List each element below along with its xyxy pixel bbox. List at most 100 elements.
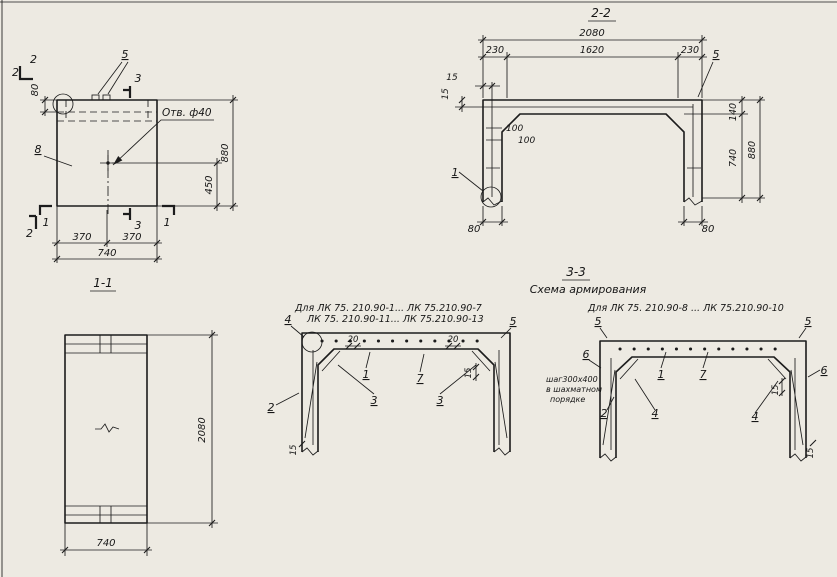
scheme-left-dim-20b: 20 bbox=[448, 335, 459, 345]
scheme-right-outer bbox=[599, 340, 807, 458]
s22-dim-80a: 80 bbox=[468, 224, 481, 235]
section-2-2-title: 2-2 bbox=[591, 6, 611, 20]
plan-section-label-1-right: 1 bbox=[164, 216, 171, 229]
s22-pos-5: 5 bbox=[713, 48, 720, 61]
scheme-right-dim-15b: 15 bbox=[806, 448, 816, 459]
plan-pos-8: 8 bbox=[35, 143, 42, 156]
plan-section-label-2b: 2 bbox=[30, 53, 37, 66]
scheme-right-pos-1: 1 bbox=[658, 368, 665, 381]
scheme-right-breaks bbox=[599, 453, 807, 462]
s22-detail-circle bbox=[480, 186, 502, 208]
section-1-1-title: 1-1 bbox=[93, 276, 113, 290]
scheme-right-pos-6b: 6 bbox=[821, 364, 828, 377]
scheme-right-diagram: Для ЛК 75. 210.90-8 ... ЛК 75.210.90-10 … bbox=[546, 303, 828, 462]
plan-section-label-2c: 2 bbox=[26, 227, 33, 240]
scheme-left-caption-1: Для ЛК 75. 210.90-1... ЛК 75.210.90-7 bbox=[294, 303, 482, 314]
scheme-right-note-1: шаг300х400 bbox=[546, 375, 598, 384]
scheme-left-dim-15b: 15 bbox=[289, 445, 299, 456]
s11-outline bbox=[64, 334, 148, 524]
scheme-left-diagram: Для ЛК 75. 210.90-1... ЛК 75.210.90-7 ЛК… bbox=[268, 303, 517, 456]
s22-rebar-lines bbox=[486, 104, 701, 197]
scheme-right-inner bbox=[615, 356, 791, 458]
plan-section-label-3-top: 3 bbox=[135, 72, 142, 85]
s11-break-mark bbox=[95, 423, 120, 433]
scheme-right-pos-6a: 6 bbox=[583, 348, 590, 361]
s22-pos-1: 1 bbox=[452, 166, 459, 179]
scheme-left-outer bbox=[301, 332, 511, 452]
scheme-left-ticks bbox=[298, 342, 480, 448]
scheme-right-caption: Для ЛК 75. 210.90-8 ... ЛК 75.210.90-10 bbox=[587, 303, 784, 314]
scheme-left-leaders bbox=[275, 325, 512, 406]
plan-section-label-3-bottom: 3 bbox=[135, 219, 142, 232]
scheme-left-caption-2: ЛК 75. 210.90-11... ЛК 75.210.90-13 bbox=[306, 314, 484, 325]
s22-dimension-lines bbox=[455, 20, 765, 226]
s11-dimension-lines bbox=[60, 330, 218, 556]
s22-dim-1620: 1620 bbox=[580, 45, 604, 56]
scheme-right-pos-7: 7 bbox=[700, 368, 707, 381]
scheme-right-ticks bbox=[778, 377, 817, 447]
plan-dim-450: 450 bbox=[204, 175, 215, 194]
s11-dim-ticks bbox=[61, 331, 216, 554]
scheme-left-pos-3a: 3 bbox=[371, 394, 378, 407]
s22-dim-80b: 80 bbox=[702, 224, 715, 235]
scheme-subtitle: Схема армирования bbox=[530, 283, 647, 296]
view-section-1-1: 1-1 2080 740 bbox=[60, 276, 218, 556]
scheme-right-note-3: порядке bbox=[550, 395, 585, 404]
scheme-left-inner bbox=[317, 348, 495, 452]
scheme-title: 3-3 bbox=[566, 265, 586, 279]
plan-hole-leader bbox=[112, 119, 214, 166]
s22-dim-140: 140 bbox=[728, 103, 739, 121]
scheme-left-detail-circle bbox=[301, 331, 323, 353]
view-plan: 2 2 2 80 5 3 3 8 1 1 Отв. ф40 450 880 37… bbox=[12, 48, 238, 263]
scheme-right-leaders bbox=[588, 327, 821, 414]
s22-leader-lines bbox=[458, 61, 714, 192]
plan-hidden-edges bbox=[57, 100, 157, 122]
plan-dim-740: 740 bbox=[97, 248, 116, 259]
s22-dim-880: 880 bbox=[747, 141, 758, 159]
plan-embed-plate-left bbox=[91, 94, 100, 101]
scheme-left-rebar-lines bbox=[304, 350, 508, 445]
plan-pos-5: 5 bbox=[122, 48, 129, 61]
s22-dim-15a: 15 bbox=[446, 73, 458, 83]
plan-body-outline bbox=[56, 99, 158, 207]
s22-dim-100a: 100 bbox=[506, 124, 523, 134]
plan-dim-370b: 370 bbox=[122, 232, 141, 243]
plan-detail-circle bbox=[52, 93, 74, 115]
plan-hole-center bbox=[106, 161, 110, 165]
scheme-right-rebar-lines bbox=[602, 358, 804, 450]
s22-dim-230a: 230 bbox=[486, 45, 504, 56]
scheme-left-pos-1: 1 bbox=[363, 368, 370, 381]
s11-plate-lines bbox=[65, 335, 147, 523]
plan-section-label-2a: 2 bbox=[12, 66, 19, 79]
s22-dim-15b: 15 bbox=[441, 88, 451, 100]
scheme-left-pos-5: 5 bbox=[510, 315, 517, 328]
scheme-right-pos-4b: 4 bbox=[752, 410, 759, 423]
s22-dim-ticks bbox=[458, 36, 764, 226]
scheme-right-note-2: в шахматном bbox=[546, 385, 602, 394]
plan-dim-80: 80 bbox=[30, 84, 41, 97]
scheme-right-pos-4a: 4 bbox=[652, 407, 659, 420]
scheme-left-dim-15a: 15 bbox=[464, 368, 474, 379]
scheme-right-pos-5b: 5 bbox=[805, 315, 812, 328]
scheme-left-pos-4: 4 bbox=[285, 313, 292, 326]
s11-dim-2080: 2080 bbox=[197, 417, 208, 442]
scheme-left-pos-2: 2 bbox=[268, 401, 275, 414]
s22-dim-2080: 2080 bbox=[579, 28, 604, 39]
plan-leader-lines bbox=[43, 61, 129, 167]
s22-break-lines bbox=[482, 197, 703, 206]
plan-hole-note: Отв. ф40 bbox=[162, 107, 212, 119]
s22-dim-100b: 100 bbox=[518, 136, 535, 146]
plan-section-label-1-left: 1 bbox=[43, 216, 50, 229]
s22-dim-740: 740 bbox=[728, 149, 739, 167]
s22-dim-230b: 230 bbox=[681, 45, 699, 56]
scheme-right-pos-2: 2 bbox=[601, 407, 608, 420]
plan-dim-370a: 370 bbox=[72, 232, 91, 243]
scheme-left-breaks bbox=[301, 447, 511, 456]
plan-embed-plate-right bbox=[102, 94, 111, 101]
scheme-right-pos-5a: 5 bbox=[595, 315, 602, 328]
s22-outer-outline bbox=[482, 99, 703, 202]
plan-section-cut-marks bbox=[18, 66, 176, 229]
